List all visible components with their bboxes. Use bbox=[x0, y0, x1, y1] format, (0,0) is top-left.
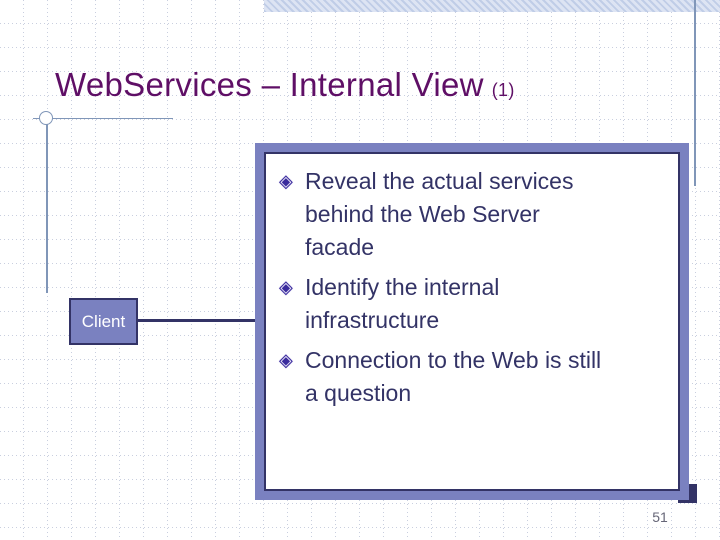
title-text: WebServices – Internal View bbox=[55, 66, 484, 103]
bullet-line: infrastructure bbox=[305, 307, 440, 333]
circle-icon bbox=[39, 111, 53, 125]
content-box: ◈ Reveal the actual services behind the … bbox=[255, 143, 689, 500]
bullet-text: Reveal the actual services behind the We… bbox=[305, 165, 573, 264]
client-box: Client bbox=[69, 298, 138, 345]
content-box-inner: ◈ Reveal the actual services behind the … bbox=[264, 152, 680, 491]
bullet-text: Identify the internal infrastructure bbox=[305, 271, 499, 337]
bullet-line: a question bbox=[305, 380, 412, 406]
left-accent-line bbox=[46, 118, 48, 293]
bullet-item: ◈ Reveal the actual services behind the … bbox=[279, 165, 678, 264]
bullet-list: ◈ Reveal the actual services behind the … bbox=[266, 154, 678, 410]
bullet-line: Reveal the actual services bbox=[305, 168, 574, 194]
page-title: WebServices – Internal View (1) bbox=[55, 66, 515, 104]
page-number: 51 bbox=[652, 509, 668, 525]
right-accent-line bbox=[694, 0, 696, 186]
top-hatch-band bbox=[264, 0, 720, 12]
title-suffix: (1) bbox=[491, 80, 515, 100]
bullet-item: ◈ Connection to the Web is still a quest… bbox=[279, 344, 678, 410]
diamond-bullet-icon: ◈ bbox=[279, 350, 293, 370]
client-connector-line bbox=[138, 319, 258, 322]
bullet-line: Identify the internal bbox=[305, 274, 500, 300]
diamond-bullet-icon: ◈ bbox=[279, 171, 293, 191]
diamond-bullet-icon: ◈ bbox=[279, 277, 293, 297]
client-label: Client bbox=[81, 311, 126, 331]
bullet-item: ◈ Identify the internal infrastructure bbox=[279, 271, 678, 337]
bullet-line: behind the Web Server bbox=[305, 201, 540, 227]
bullet-text: Connection to the Web is still a questio… bbox=[305, 344, 601, 410]
bullet-line: facade bbox=[305, 234, 375, 260]
bullet-line: Connection to the Web is still bbox=[305, 347, 602, 373]
title-underline bbox=[33, 118, 173, 119]
